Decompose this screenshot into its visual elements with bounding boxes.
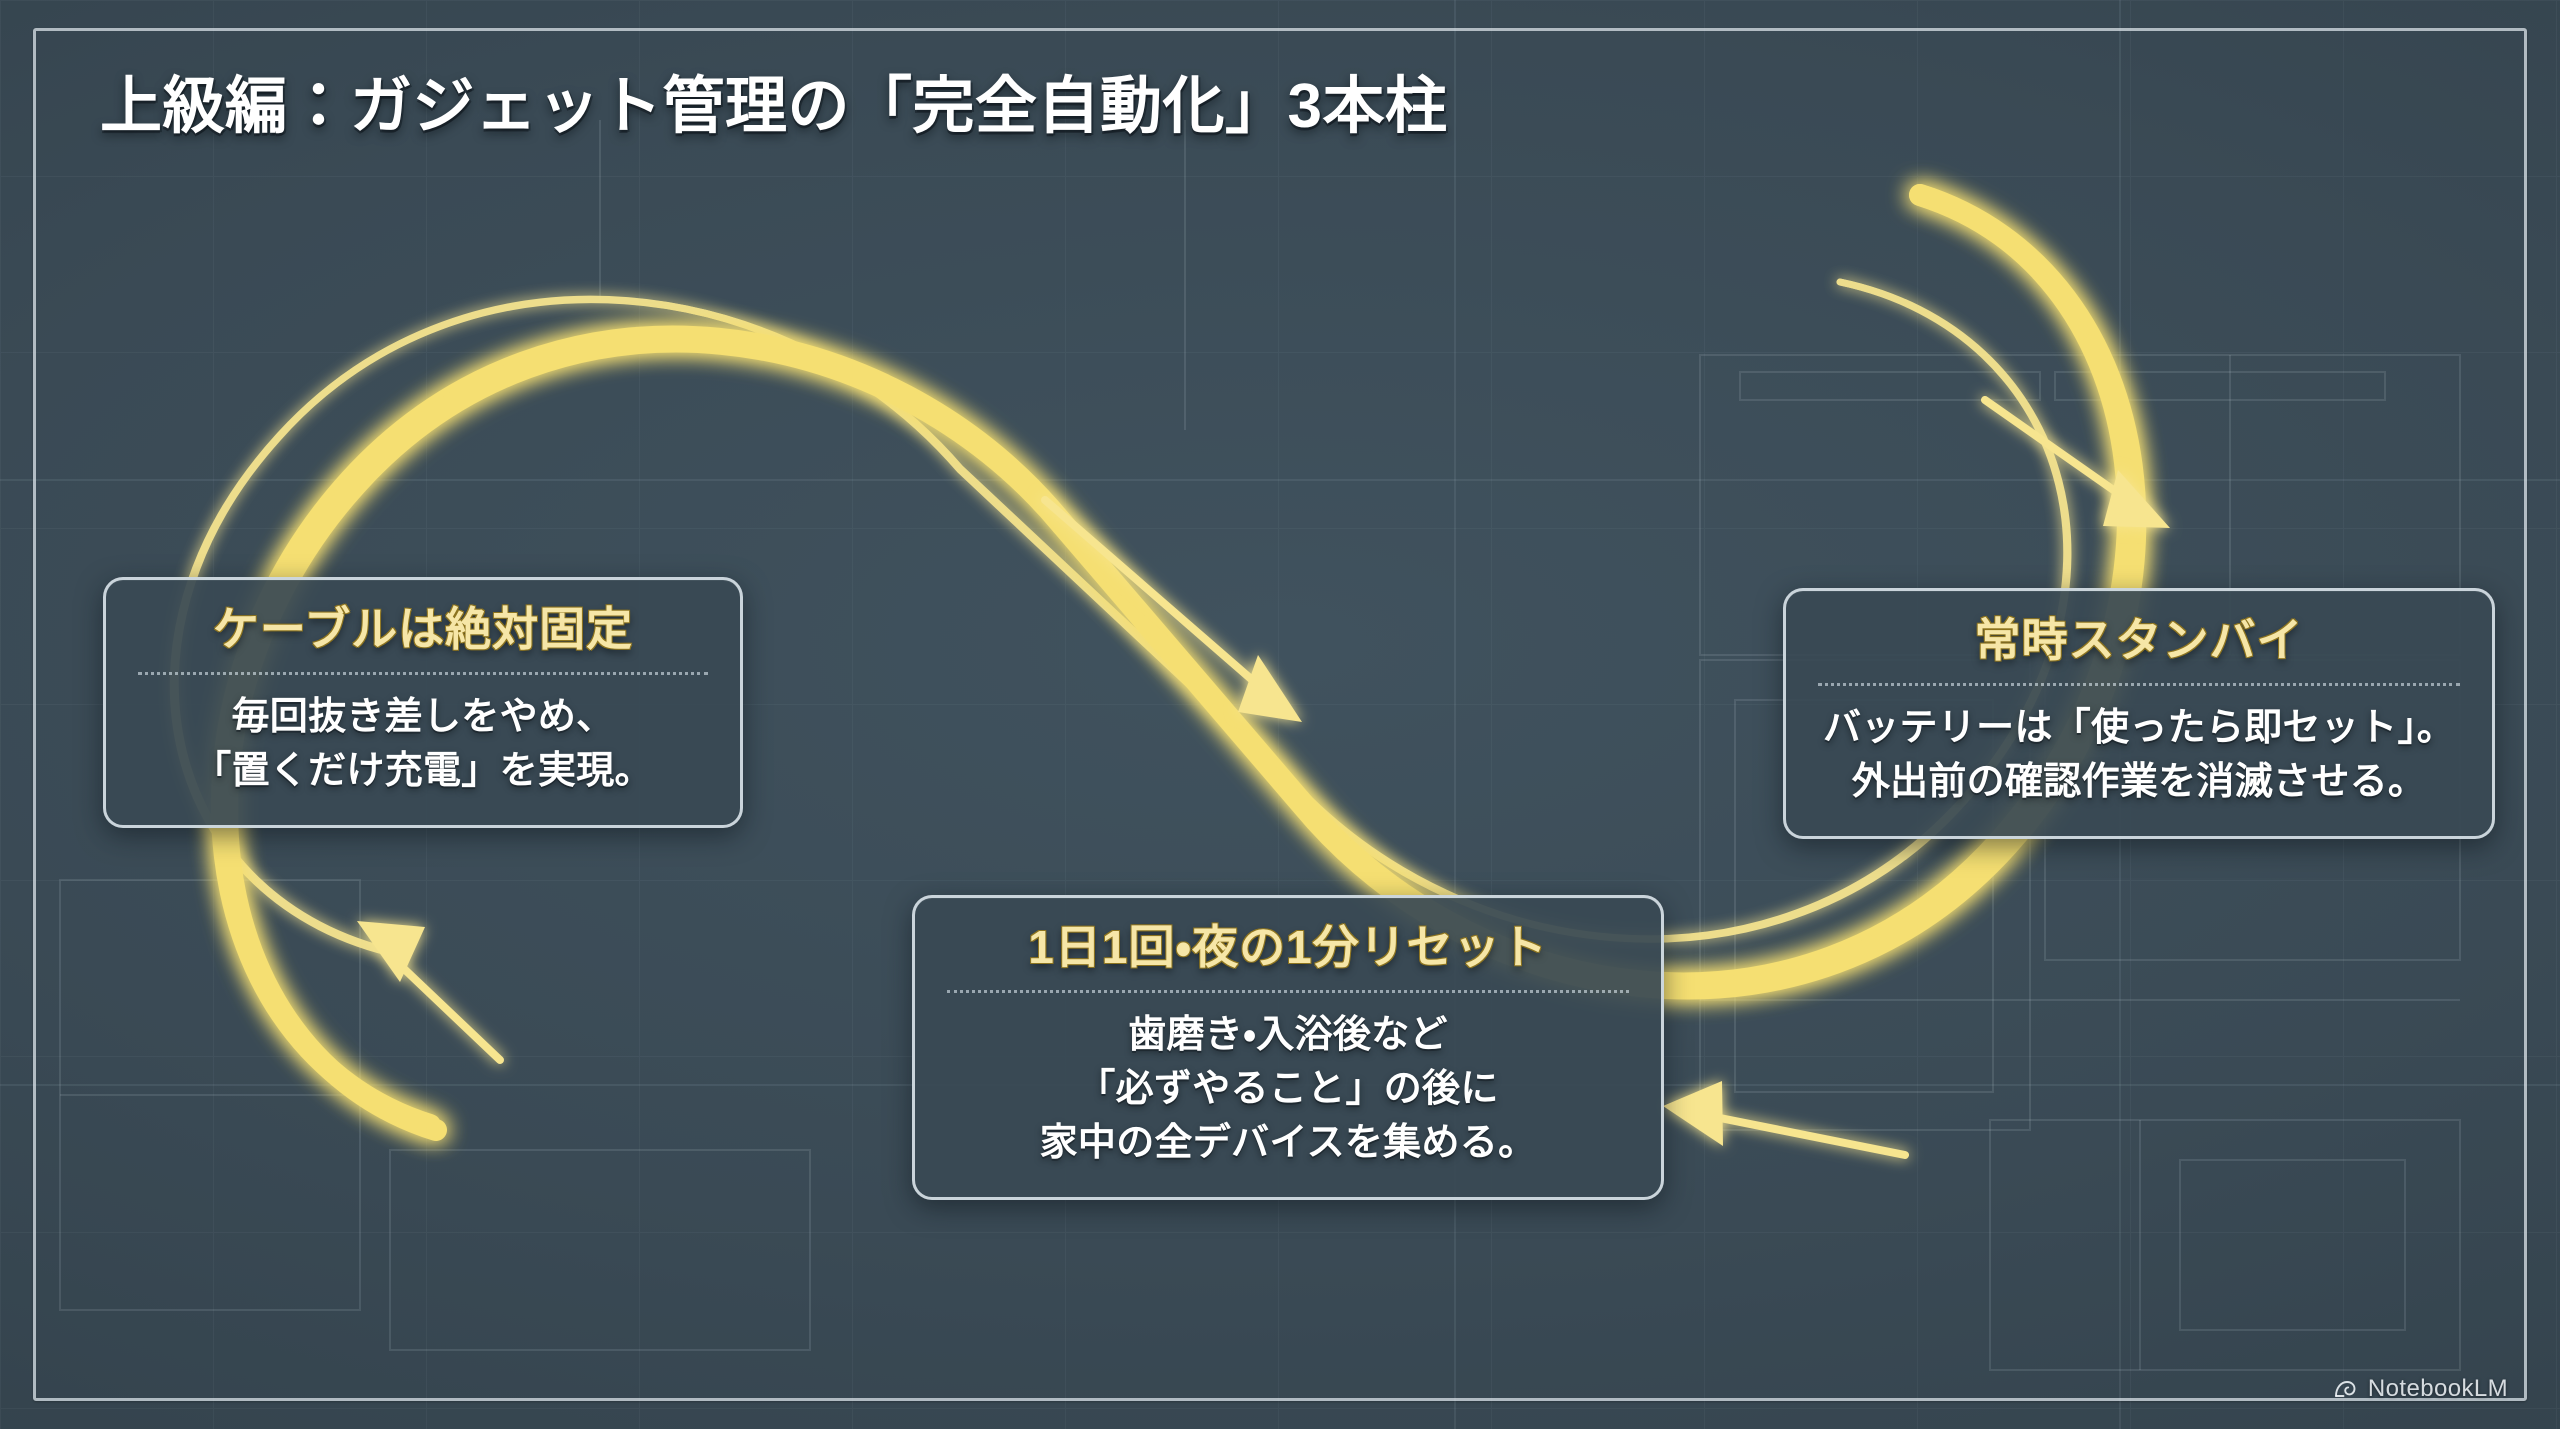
pillar-card-cable-body-line-2: 「置くだけ充電」を実現。 bbox=[193, 750, 653, 793]
pillar-card-reset[interactable]: 1日1回・夜の1分リセット 歯磨き・入浴後など 「必ずやること」の後に 家中の全… bbox=[912, 895, 1664, 1201]
pillar-card-cable-body-line-1: 毎回抜き差しをやめ、 bbox=[231, 696, 615, 739]
notebooklm-watermark-label: NotebookLM bbox=[2367, 1375, 2508, 1402]
pillar-card-cable-body: 毎回抜き差しをやめ、 「置くだけ充電」を実現。 bbox=[132, 691, 714, 799]
pillar-card-reset-body-line-2: 「必ずやること」の後に bbox=[1077, 1068, 1499, 1111]
pillar-card-cable-title: ケーブルは絶対固定 bbox=[212, 603, 634, 655]
arrow-top-right-inbound-icon bbox=[1981, 396, 2170, 528]
pillar-card-reset-body: 歯磨き・入浴後など 「必ずやること」の後に 家中の全デバイスを集める。 bbox=[941, 1009, 1635, 1171]
pillar-card-standby-body-line-1: バッテリーは「使ったら即セット」。 bbox=[1822, 707, 2456, 750]
arrow-bottom-right-returning-icon bbox=[1663, 1081, 1909, 1159]
pillar-card-standby-body-line-2: 外出前の確認作業を消滅させる。 bbox=[1851, 761, 2427, 804]
arrow-bottom-left-outbound-icon bbox=[357, 921, 504, 1064]
pillar-card-standby-title: 常時スタンバイ bbox=[1974, 614, 2304, 666]
arrow-center-descending-icon bbox=[1041, 496, 1302, 722]
pillar-card-reset-divider bbox=[947, 990, 1629, 994]
pillar-card-reset-title: 1日1回・夜の1分リセット bbox=[1028, 921, 1548, 973]
pillar-card-standby-divider bbox=[1818, 683, 2460, 687]
pillar-card-reset-body-line-3: 家中の全デバイスを集める。 bbox=[1039, 1122, 1537, 1165]
pillar-card-cable-divider bbox=[138, 672, 708, 676]
pillar-card-standby[interactable]: 常時スタンバイ バッテリーは「使ったら即セット」。 外出前の確認作業を消滅させる… bbox=[1783, 588, 2495, 840]
pillar-card-reset-body-line-1: 歯磨き・入浴後など bbox=[1128, 1014, 1448, 1057]
notebooklm-watermark: NotebookLM bbox=[2333, 1375, 2508, 1403]
page-title: 上級編：ガジェット管理の「完全自動化」3本柱 bbox=[100, 72, 1448, 141]
pillar-card-cable[interactable]: ケーブルは絶対固定 毎回抜き差しをやめ、 「置くだけ充電」を実現。 bbox=[103, 577, 743, 829]
notebooklm-spiral-icon bbox=[2333, 1376, 2359, 1402]
pillar-card-standby-body: バッテリーは「使ったら即セット」。 外出前の確認作業を消滅させる。 bbox=[1812, 702, 2466, 810]
